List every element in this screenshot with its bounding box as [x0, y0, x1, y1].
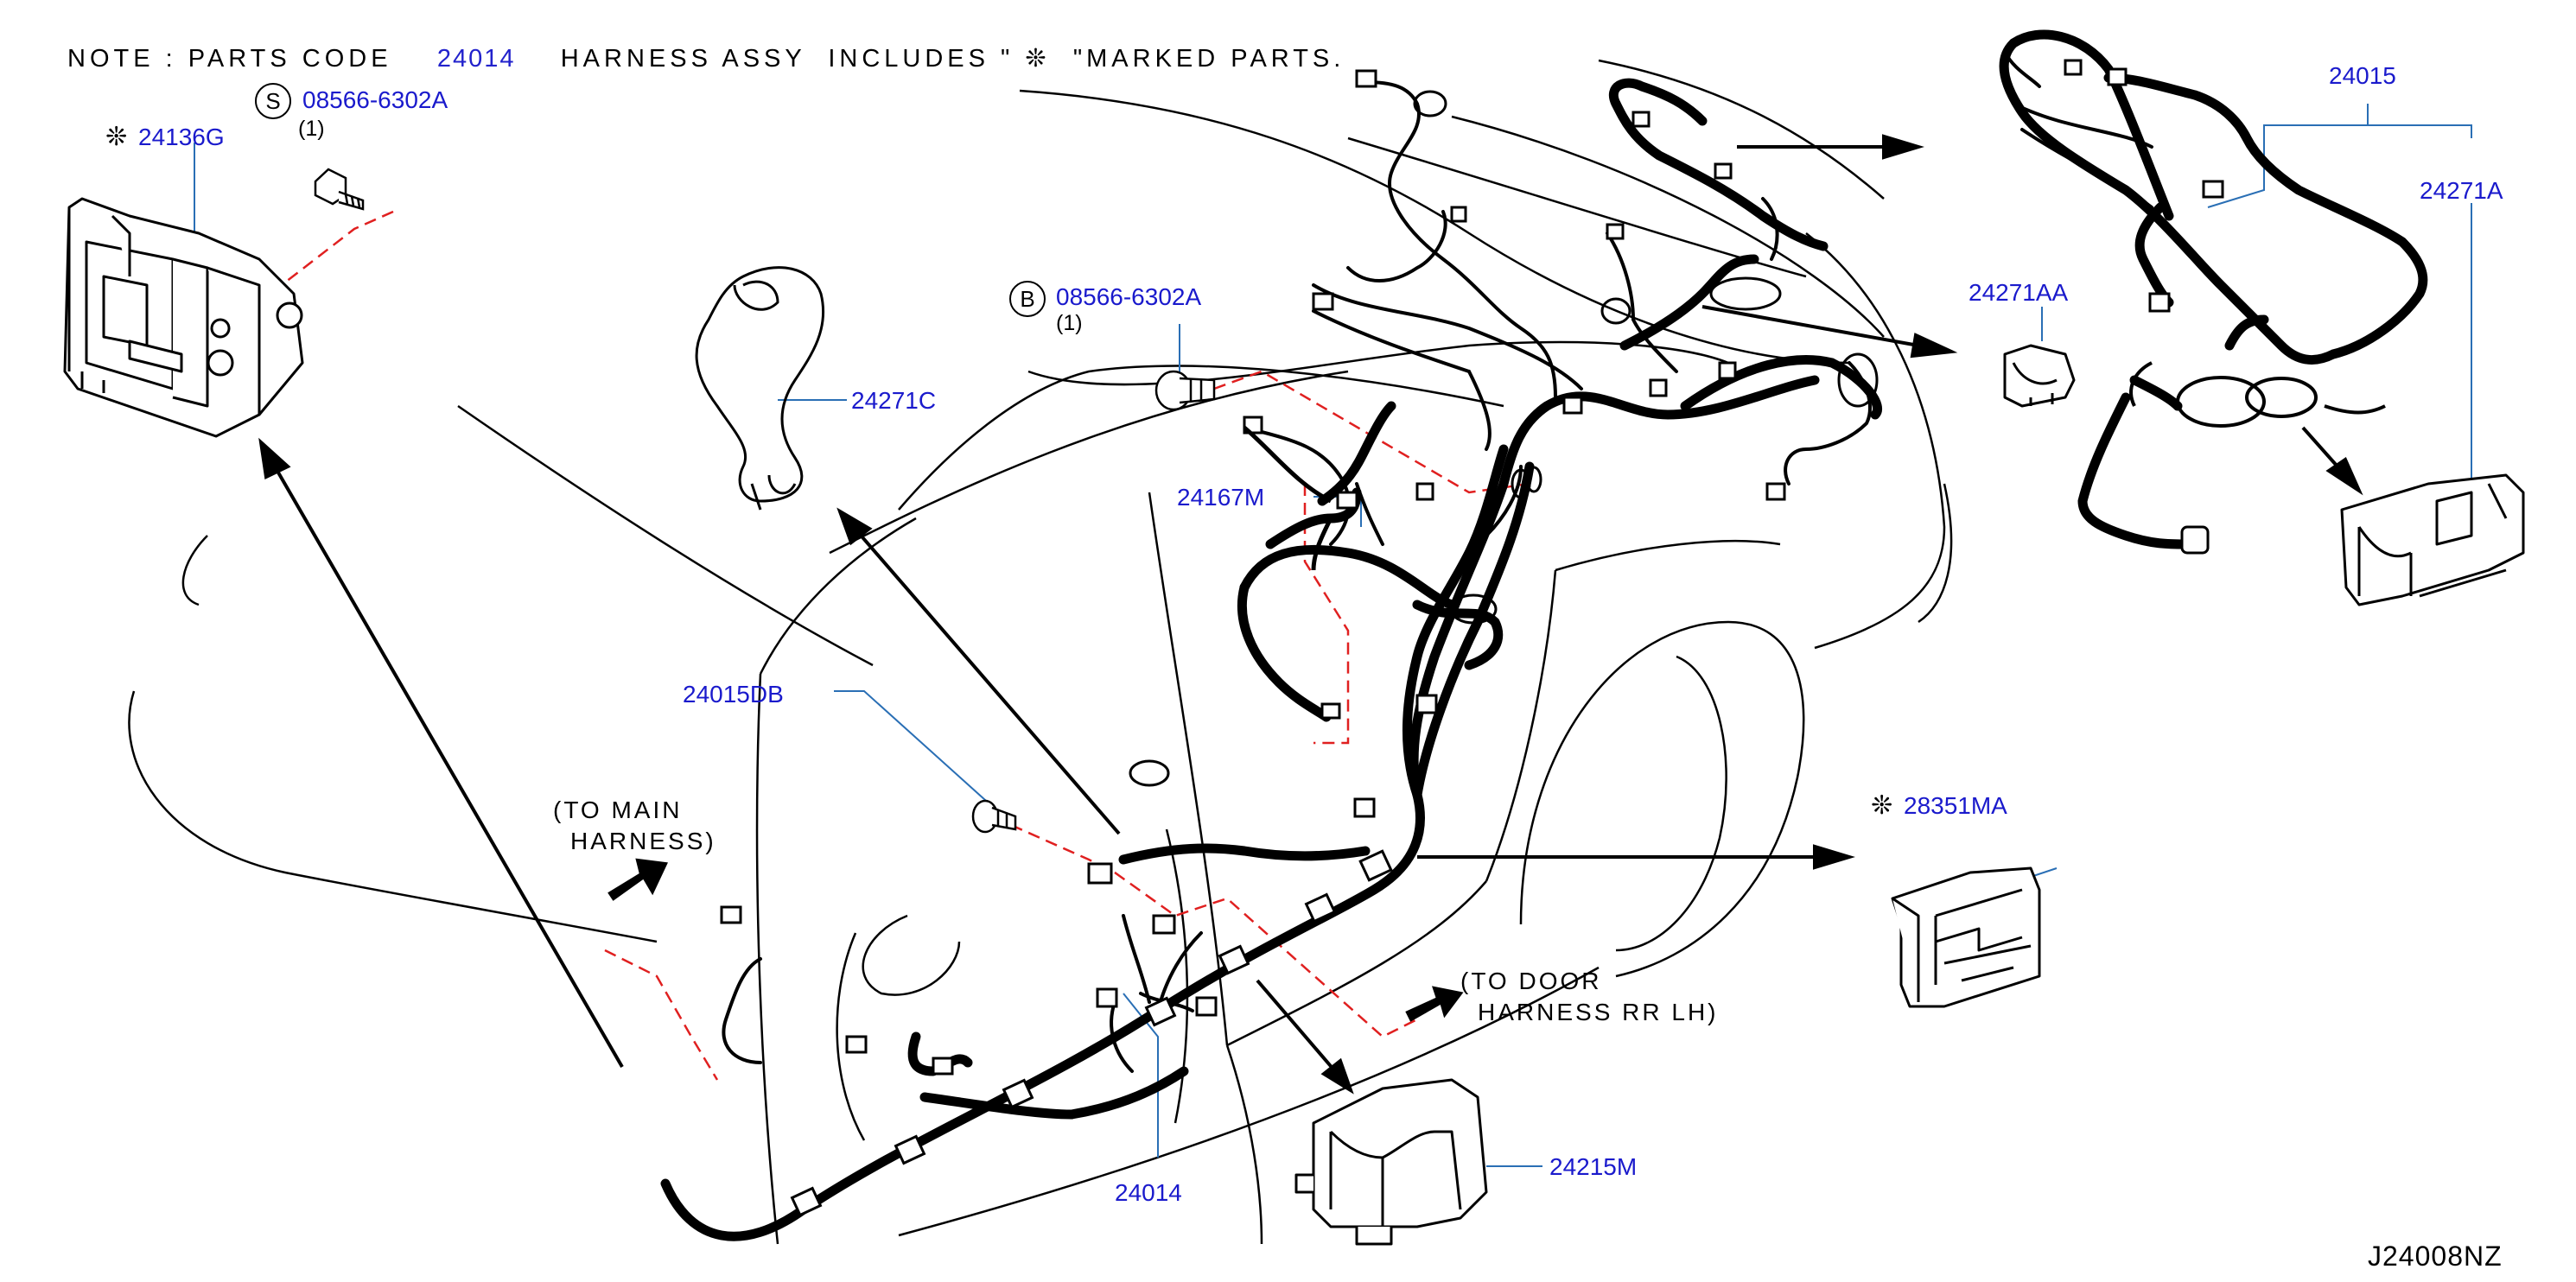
- car-body-outline: [128, 59, 1953, 1245]
- to-main-harness-line2: HARNESS): [570, 828, 716, 854]
- to-door-arrow: [1405, 986, 1464, 1022]
- b-marker-circle: B: [1009, 281, 1046, 317]
- part-24271C-drawing: [695, 266, 825, 511]
- part-label-24136G[interactable]: 24136G: [138, 124, 225, 150]
- part-24015DB-drawing: [971, 799, 1017, 834]
- diagram-code: J24008NZ: [2368, 1241, 2503, 1272]
- note-prefix: NOTE : PARTS CODE: [67, 45, 392, 73]
- part-label-24167M[interactable]: 24167M: [1177, 484, 1265, 511]
- harness-24015: [1999, 29, 2428, 549]
- part-label-08566-b[interactable]: 08566-6302A: [1056, 283, 1202, 310]
- part-label-24271AA[interactable]: 24271AA: [1969, 279, 2069, 306]
- part-24167M-drawing: [1243, 426, 1333, 571]
- to-door-harness-line1: (TO DOOR: [1460, 968, 1602, 994]
- qty-b: (1): [1056, 311, 1083, 335]
- bolt-08566-B-drawing: [1154, 370, 1216, 411]
- part-24271AA-drawing: [2003, 344, 2076, 408]
- note-suffix: "MARKED PARTS.: [1072, 45, 1345, 73]
- part-label-28351MA[interactable]: 28351MA: [1904, 792, 2007, 819]
- harness-grommets: [1129, 90, 1879, 787]
- bolt-08566-S-drawing: [314, 168, 365, 211]
- part-label-24015DB[interactable]: 24015DB: [683, 681, 784, 708]
- qty-s: (1): [298, 117, 325, 141]
- part-24215M-drawing: [1294, 1078, 1488, 1246]
- part-24271A-drawing: [2340, 473, 2525, 606]
- included-mark-icon: ❊: [1871, 791, 1893, 820]
- included-mark-icon: ❊: [1025, 45, 1051, 73]
- note-code[interactable]: 24014: [436, 45, 516, 73]
- leader-lines: [194, 104, 2472, 1167]
- note-middle: HARNESS ASSY INCLUDES ": [560, 45, 1014, 73]
- parts-note: NOTE : PARTS CODE 24014 HARNESS ASSY INC…: [67, 43, 1345, 73]
- part-28351MA-drawing: [1891, 866, 2041, 1008]
- part-label-24015[interactable]: 24015: [2329, 62, 2396, 89]
- s-marker-circle: S: [255, 83, 291, 119]
- pointer-arrows: [258, 134, 2363, 1095]
- to-main-harness-line1: (TO MAIN: [553, 796, 683, 823]
- to-main-arrow: [607, 858, 668, 901]
- part-24136G-drawing: [63, 197, 304, 438]
- part-label-24271A[interactable]: 24271A: [2420, 177, 2503, 204]
- included-mark-icon: ❊: [105, 123, 128, 151]
- dashed-assembly-lines: [258, 210, 1530, 1081]
- part-label-24271C[interactable]: 24271C: [851, 387, 937, 414]
- harness-assy-main: [660, 78, 1882, 1241]
- grommet-24015: [2129, 361, 2386, 428]
- to-door-harness-line2: HARNESS RR LH): [1478, 999, 1719, 1025]
- part-label-24014[interactable]: 24014: [1115, 1179, 1182, 1206]
- part-label-24215M[interactable]: 24215M: [1549, 1153, 1638, 1180]
- part-label-08566-s[interactable]: 08566-6302A: [302, 86, 448, 113]
- harness-clips: [720, 59, 2224, 1217]
